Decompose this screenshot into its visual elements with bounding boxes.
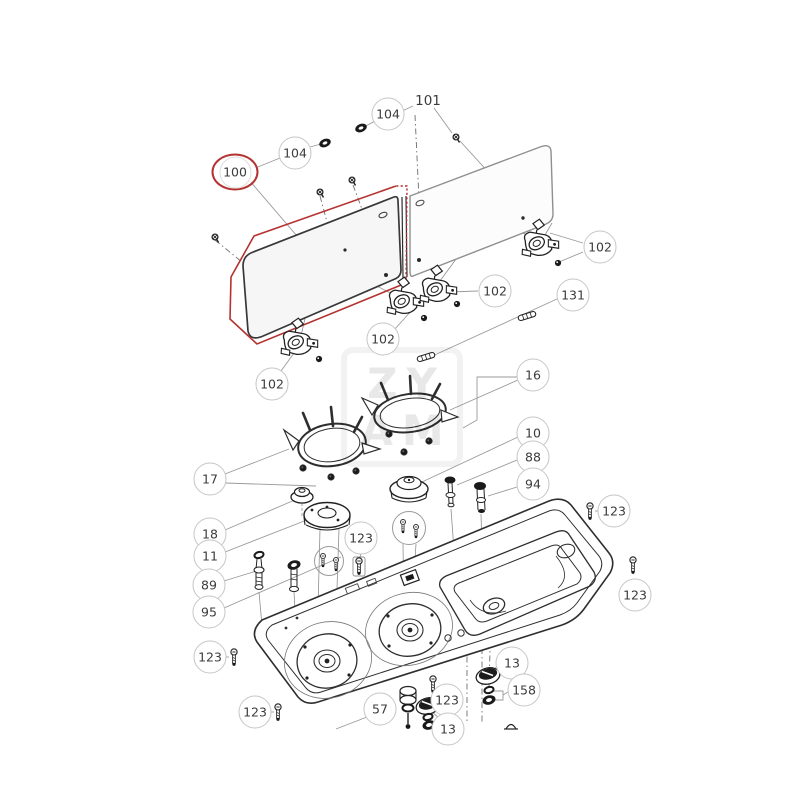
pin-screw [348, 176, 357, 187]
callout-label: 123 [435, 692, 459, 708]
callout-label: 10 [525, 425, 541, 441]
callout-11: 11 [193, 539, 227, 573]
thermocouple [444, 476, 456, 508]
callout-131: 131 [556, 278, 590, 312]
burner-cap-assembly [389, 475, 429, 503]
pin-screw [211, 233, 220, 244]
callout-label: 95 [201, 604, 217, 620]
callout-label: 123 [198, 649, 222, 665]
callout-label: 104 [376, 106, 400, 122]
burner-well [296, 633, 358, 689]
callout-label: 102 [483, 283, 507, 299]
callout-label: 89 [201, 577, 217, 593]
callout-17: 17 [193, 462, 227, 496]
hinge-screw [315, 355, 323, 363]
callout-label: 123 [602, 503, 626, 519]
callout-123: 123 [344, 521, 378, 555]
rim-hole [556, 543, 576, 559]
callout-95: 95 [192, 595, 226, 629]
callout-label: 123 [243, 704, 267, 720]
callout-label: 158 [512, 682, 536, 698]
lid-highlight-outline [229, 185, 408, 345]
left-lid [242, 195, 402, 339]
callout-123: 123 [597, 494, 631, 528]
callout-102: 102 [583, 230, 617, 264]
hinge-screw [420, 314, 428, 322]
callout-94: 94 [516, 467, 550, 501]
callout-label: 101 [415, 93, 441, 109]
callout-label: 131 [561, 287, 585, 303]
callout-label: 100 [223, 164, 247, 180]
callout-label: 16 [525, 367, 541, 383]
igniter [474, 482, 486, 513]
callout-158: 158 [507, 673, 541, 707]
callout-102: 102 [478, 274, 512, 308]
watermark-line-2: AM [360, 406, 453, 455]
callout-100: 100 [211, 153, 259, 191]
hinge-screw [453, 300, 461, 308]
pan-support-right [360, 374, 460, 456]
callout-102: 102 [366, 322, 400, 356]
valve-cap [399, 685, 417, 729]
drain-hole [482, 597, 506, 615]
callout-label: 104 [283, 145, 307, 161]
callout-label: 102 [260, 376, 284, 392]
pin-screw [452, 133, 461, 144]
burner-cap-small [290, 486, 314, 504]
screw-detail-circle [314, 546, 344, 576]
burner-base [303, 501, 351, 531]
screw [586, 502, 594, 521]
watermark-line-1: ZY [367, 359, 446, 408]
watermark: ZY AM [341, 347, 463, 467]
injector [252, 549, 266, 590]
callout-label: 13 [504, 655, 520, 671]
callout-102: 102 [255, 367, 289, 401]
callout-101: 101 [415, 93, 441, 109]
callout-123: 123 [238, 695, 272, 729]
screw-with-frame [352, 556, 366, 577]
callout-label: 102 [371, 331, 395, 347]
callout-16: 16 [516, 358, 550, 392]
grommet-nut [317, 137, 333, 149]
burner-well [378, 603, 442, 657]
screw [230, 648, 238, 667]
screw [629, 556, 637, 575]
callout-label: 123 [623, 587, 647, 603]
right-lid [409, 144, 554, 277]
callout-label: 102 [588, 239, 612, 255]
callout-label: 123 [349, 530, 373, 546]
callout-104: 104 [371, 97, 405, 131]
leader-lines [223, 105, 598, 730]
screw-detail-circle [392, 511, 426, 545]
clip [504, 723, 518, 730]
screw [274, 703, 282, 722]
cooktop-sink-tray [253, 498, 614, 704]
callout-label: 57 [372, 701, 388, 717]
grommet-nut [353, 122, 369, 134]
callout-label: 17 [202, 471, 218, 487]
sink-bowl [438, 530, 596, 636]
hinge-pin-hole [415, 199, 425, 207]
callout-label: 18 [202, 526, 218, 542]
callout-label: 88 [525, 449, 541, 465]
hinge-pin-hole [378, 211, 388, 219]
hinge-screw [554, 259, 562, 267]
callout-label: 13 [440, 721, 456, 737]
pan-support-left [282, 405, 382, 481]
callout-13: 13 [431, 712, 465, 746]
callout-123: 123 [618, 578, 652, 612]
callout-label: 11 [202, 548, 218, 564]
piezo-bracket [399, 568, 420, 587]
callout-57: 57 [363, 692, 397, 726]
injector [286, 558, 302, 593]
callout-label: 94 [525, 476, 541, 492]
callout-123: 123 [193, 640, 227, 674]
callout-104: 104 [278, 136, 312, 170]
